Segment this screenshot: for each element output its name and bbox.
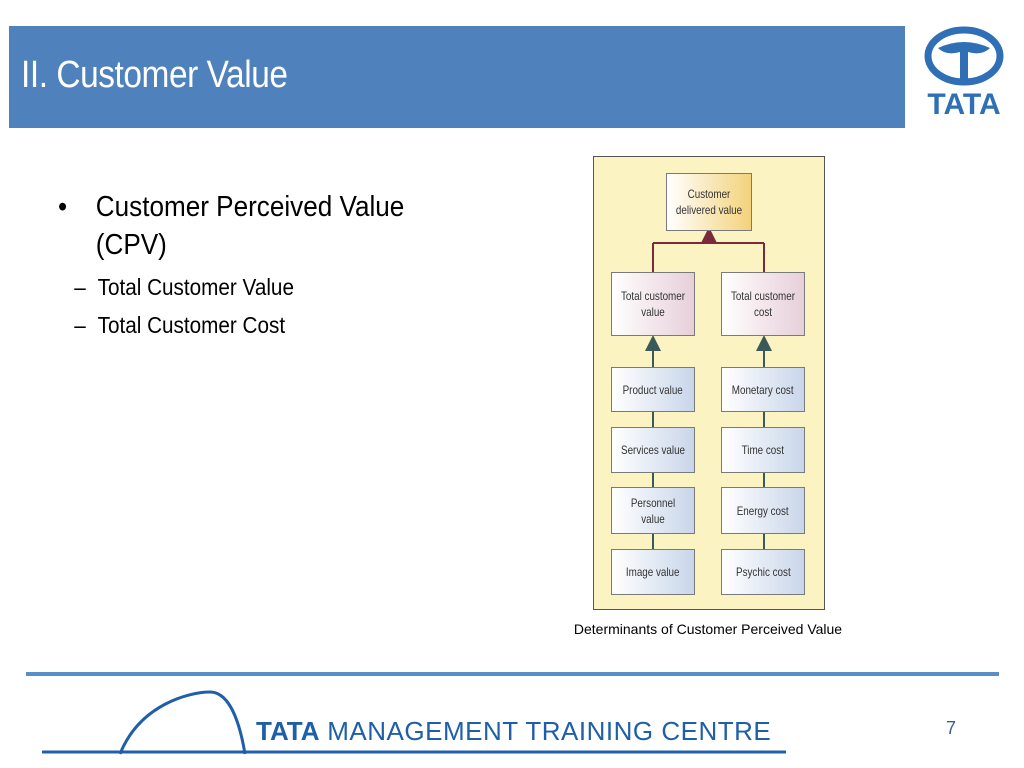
- customer-delivered-value-box: Customer delivered value: [666, 173, 752, 231]
- product-value-box: Product value: [611, 367, 695, 412]
- bullet-item: • Customer Perceived Value (CPV): [58, 188, 436, 264]
- footer-brand: TATA MANAGEMENT TRAINING CENTRE: [256, 716, 771, 747]
- dash-marker: –: [74, 312, 86, 338]
- box-label: Monetary cost: [732, 382, 794, 397]
- box-label: Energy cost: [737, 503, 789, 518]
- psychic-cost-box: Psychic cost: [721, 549, 805, 595]
- sub-bullet-text: Total Customer Value: [97, 274, 294, 300]
- logo-wordmark: TATA: [927, 88, 1001, 121]
- energy-cost-box: Energy cost: [721, 487, 805, 534]
- time-cost-box: Time cost: [721, 427, 805, 473]
- bullet-list: • Customer Perceived Value (CPV) – Total…: [58, 188, 478, 342]
- diagram-caption: Determinants of Customer Perceived Value: [573, 621, 843, 637]
- dash-marker: –: [74, 274, 86, 300]
- bullet-dot: •: [58, 191, 68, 223]
- services-value-box: Services value: [611, 427, 695, 473]
- box-label: Personnel value: [630, 495, 676, 526]
- footer-divider: [26, 672, 999, 676]
- sub-bullet-item: – Total Customer Value: [58, 270, 436, 304]
- slide-title: II. Customer Value: [21, 54, 288, 96]
- footer-arc-graphic: [42, 690, 786, 755]
- sub-bullet-text: Total Customer Cost: [97, 312, 286, 338]
- box-label: Psychic cost: [735, 565, 791, 579]
- sub-bullet-item: – Total Customer Cost: [58, 308, 436, 342]
- footer-label: MANAGEMENT TRAINING CENTRE: [327, 716, 772, 746]
- monetary-cost-box: Monetary cost: [721, 367, 805, 412]
- diagram-connectors: [645, 227, 772, 549]
- footer-tata: TATA: [256, 716, 320, 746]
- total-customer-cost-box: Total customer cost: [721, 272, 805, 336]
- bullet-text: Customer Perceived Value (CPV): [95, 191, 405, 261]
- box-label: Product value: [622, 382, 684, 397]
- page-number: 7: [946, 718, 957, 738]
- title-bar: II. Customer Value: [9, 26, 905, 128]
- box-label: Services value: [620, 443, 685, 457]
- personnel-value-box: Personnel value: [611, 487, 695, 534]
- tata-emblem-icon: [924, 26, 1004, 86]
- tata-logo: TATA: [912, 26, 1016, 122]
- image-value-box: Image value: [611, 549, 695, 595]
- total-customer-value-box: Total customer value: [611, 272, 695, 336]
- cpv-diagram: Customer delivered value Total customer …: [593, 156, 825, 610]
- box-label: Customer delivered value: [675, 187, 743, 217]
- box-label: Total customer value: [621, 289, 685, 319]
- box-label: Image value: [626, 565, 680, 579]
- box-label: Total customer cost: [731, 289, 795, 319]
- box-label: Time cost: [741, 443, 785, 457]
